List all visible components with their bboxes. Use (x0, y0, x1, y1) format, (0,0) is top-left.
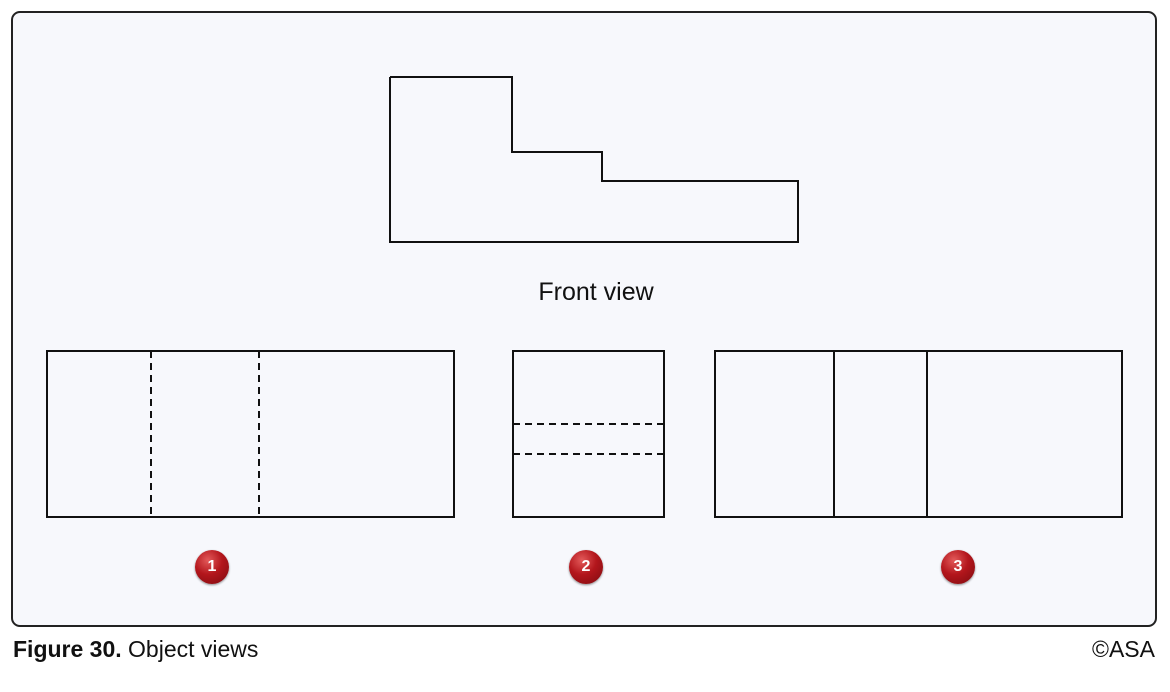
view-2-outline (512, 350, 665, 518)
view-2 (512, 350, 665, 518)
copyright-text: ©ASA (1092, 636, 1155, 662)
figure-caption: Figure 30. Object views (13, 636, 258, 663)
view-1 (46, 350, 455, 518)
option-1-badge: 1 (195, 550, 229, 584)
figure-number: Figure 30. (13, 636, 122, 662)
front-view-outline (389, 76, 799, 243)
view-1-outline (46, 350, 455, 518)
figure-panel (11, 11, 1157, 627)
view-3 (714, 350, 1123, 518)
figure-title: Object views (128, 636, 259, 662)
option-3-badge: 3 (941, 550, 975, 584)
front-view-label: Front view (538, 278, 654, 306)
option-2-badge: 2 (569, 550, 603, 584)
view-3-outline (714, 350, 1123, 518)
